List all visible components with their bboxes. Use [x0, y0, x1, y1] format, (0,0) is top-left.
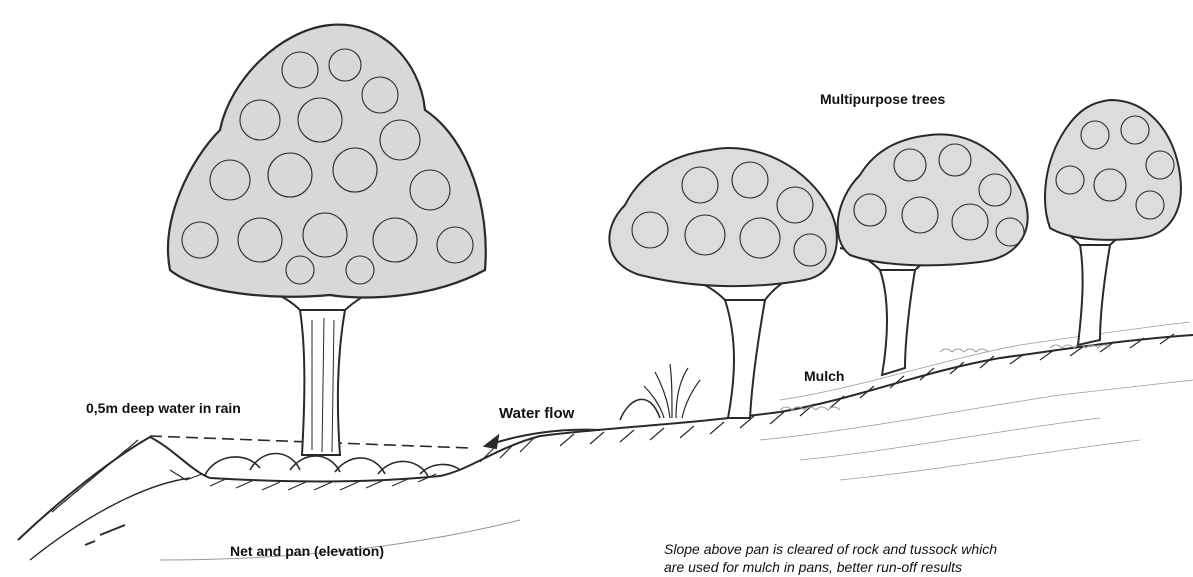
caption-line-2: are used for mulch in pans, better run-o…	[664, 558, 997, 576]
caption: Slope above pan is cleared of rock and t…	[664, 540, 997, 576]
soil-hatching	[40, 334, 1174, 520]
multipurpose-tree-2	[838, 134, 1028, 375]
multipurpose-tree-3	[1045, 100, 1181, 345]
ground-profile	[18, 335, 1193, 560]
label-multipurpose-trees: Multipurpose trees	[820, 91, 945, 107]
water-flow-arrow	[485, 430, 600, 448]
tussock-grass	[644, 364, 700, 418]
multipurpose-tree-1	[609, 148, 837, 418]
label-mulch: Mulch	[804, 368, 844, 384]
large-tree	[168, 25, 486, 455]
pan-rocks	[205, 399, 660, 476]
slope-shading	[760, 322, 1193, 480]
label-deep-water: 0,5m deep water in rain	[86, 400, 241, 416]
caption-line-1: Slope above pan is cleared of rock and t…	[664, 540, 997, 558]
label-water-flow: Water flow	[499, 405, 574, 422]
label-net-and-pan: Net and pan (elevation)	[230, 543, 384, 559]
